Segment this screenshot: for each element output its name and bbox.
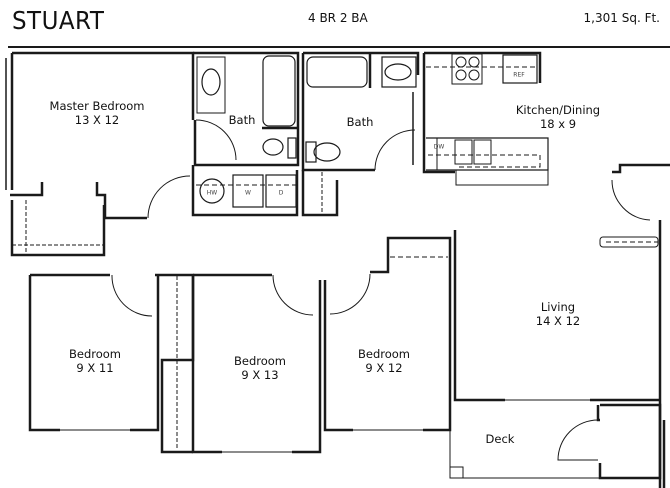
room-name: Bedroom [233,354,287,368]
plan-header: STUART 4 BR 2 BA 1,301 Sq. Ft. [0,0,670,40]
room-bath-2: Bath [347,115,374,129]
square-footage: 1,301 Sq. Ft. [583,11,660,25]
plan-title: STUART [12,6,105,35]
room-bedroom-9x13: Bedroom 9 X 13 [234,354,286,382]
room-name: Bath [346,115,374,129]
room-bath-1: Bath [229,113,256,127]
room-name: Bath [228,113,256,127]
room-name: Master Bedroom [49,99,145,113]
room-size: 9 X 13 [241,368,279,382]
washer-label: W [245,189,251,197]
dishwasher-label: DW [433,143,445,151]
room-name: Kitchen/Dining [515,103,601,117]
room-name: Deck [485,432,515,446]
room-living: Living 14 X 12 [536,300,580,328]
room-bedroom-9x12: Bedroom 9 X 12 [358,347,410,375]
room-size: 14 X 12 [535,314,581,328]
room-name: Bedroom [357,347,411,361]
room-size: 9 X 11 [76,361,114,375]
bed-bath-count: 4 BR 2 BA [308,11,368,25]
room-size: 9 X 12 [365,361,403,375]
master-bedroom-walls [5,51,195,257]
room-kitchen-dining: Kitchen/Dining 18 x 9 [516,103,600,131]
water-heater-label: HW [206,189,218,197]
room-bedroom-9x11: Bedroom 9 X 11 [69,347,121,375]
room-name: Living [540,300,576,314]
room-size: 18 x 9 [539,117,577,131]
room-size: 13 X 12 [74,113,120,127]
dryer-label: D [278,189,284,197]
room-master-bedroom: Master Bedroom 13 X 12 [50,99,145,127]
room-name: Bedroom [68,347,122,361]
room-deck: Deck [486,432,515,446]
refrigerator-label: REF [513,71,525,79]
